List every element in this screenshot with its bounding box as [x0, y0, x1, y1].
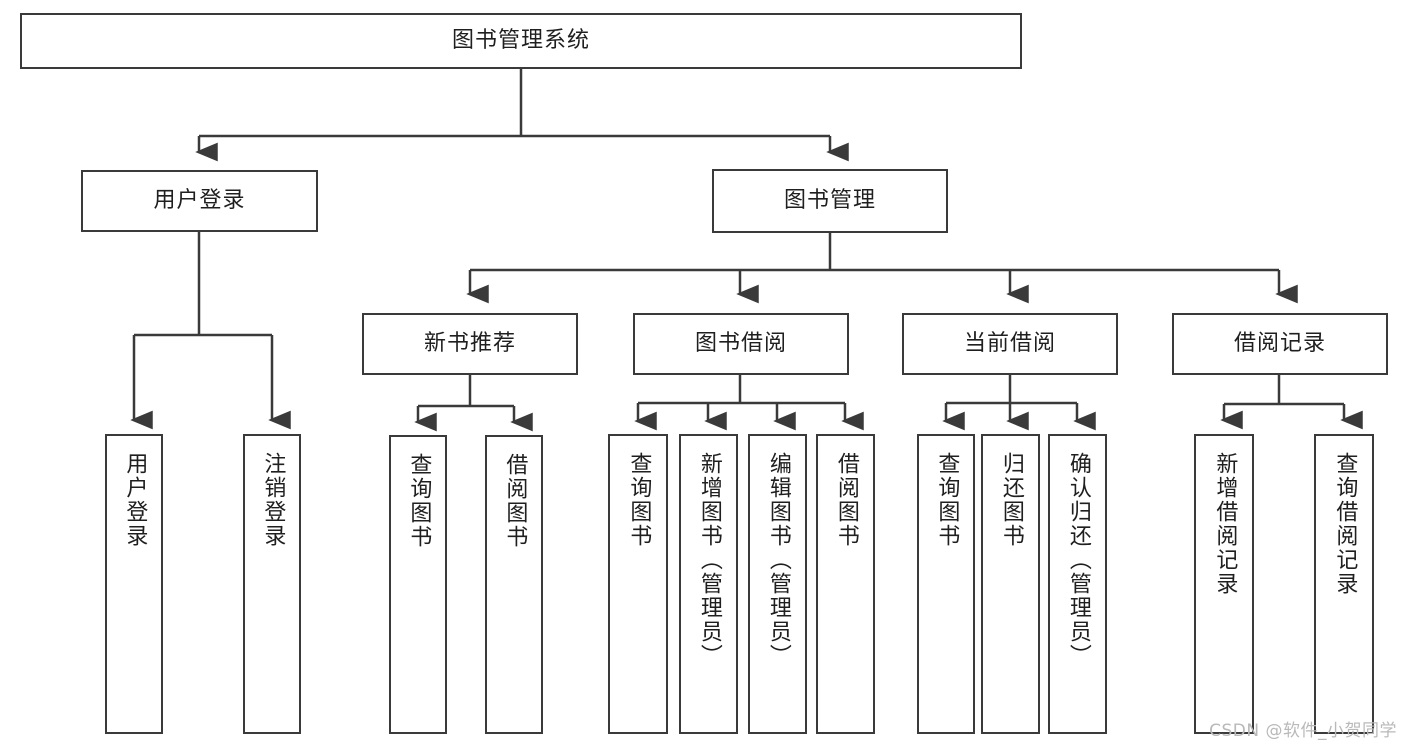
leaf-label: 新增借阅记录: [1212, 452, 1238, 596]
leaf-label: 查询借阅记录: [1332, 452, 1358, 596]
leaf-label: 新增图书（管理员）: [696, 452, 722, 668]
node-book-borrow[interactable]: 图书借阅: [633, 313, 849, 375]
node-borrow-record[interactable]: 借阅记录: [1172, 313, 1388, 375]
leaf-new-book-query[interactable]: 查询图书: [389, 435, 447, 734]
node-user-login[interactable]: 用户登录: [81, 170, 318, 232]
leaf-label: 查询图书: [934, 452, 960, 548]
leaf-current-borrow-confirm[interactable]: 确认归还（管理员）: [1048, 434, 1107, 734]
node-new-book-recommend-label: 新书推荐: [423, 331, 516, 356]
leaf-label: 查询图书: [626, 452, 652, 548]
leaf-label: 归还图书: [998, 452, 1024, 548]
node-current-borrow[interactable]: 当前借阅: [902, 313, 1118, 375]
leaf-borrow-record-query[interactable]: 查询借阅记录: [1314, 434, 1374, 734]
leaf-current-borrow-return[interactable]: 归还图书: [981, 434, 1040, 734]
node-current-borrow-label: 当前借阅: [963, 331, 1056, 356]
node-book-borrow-label: 图书借阅: [694, 331, 787, 356]
leaf-user-login-signin[interactable]: 用户登录: [105, 434, 163, 734]
leaf-label: 借阅图书: [833, 452, 859, 548]
node-root-label: 图书管理系统: [451, 28, 590, 53]
leaf-label: 查询图书: [406, 453, 432, 549]
leaf-label: 用户登录: [122, 452, 148, 548]
node-book-management[interactable]: 图书管理: [712, 169, 948, 233]
leaf-book-borrow-query[interactable]: 查询图书: [608, 434, 668, 734]
node-book-management-label: 图书管理: [783, 188, 876, 213]
leaf-book-borrow-edit[interactable]: 编辑图书（管理员）: [748, 434, 807, 734]
leaf-borrow-record-add[interactable]: 新增借阅记录: [1194, 434, 1254, 734]
node-user-login-label: 用户登录: [153, 188, 246, 213]
leaf-book-borrow-lend[interactable]: 借阅图书: [816, 434, 875, 734]
leaf-label: 借阅图书: [502, 453, 528, 549]
leaf-current-borrow-query[interactable]: 查询图书: [917, 434, 975, 734]
node-root[interactable]: 图书管理系统: [20, 13, 1022, 69]
leaf-label: 注销登录: [260, 452, 286, 548]
leaf-label: 编辑图书（管理员）: [765, 452, 791, 668]
node-new-book-recommend[interactable]: 新书推荐: [362, 313, 578, 375]
node-borrow-record-label: 借阅记录: [1233, 331, 1326, 356]
leaf-user-login-signout[interactable]: 注销登录: [243, 434, 301, 734]
leaf-book-borrow-add[interactable]: 新增图书（管理员）: [679, 434, 738, 734]
leaf-new-book-borrow[interactable]: 借阅图书: [485, 435, 543, 734]
leaf-label: 确认归还（管理员）: [1065, 452, 1091, 668]
